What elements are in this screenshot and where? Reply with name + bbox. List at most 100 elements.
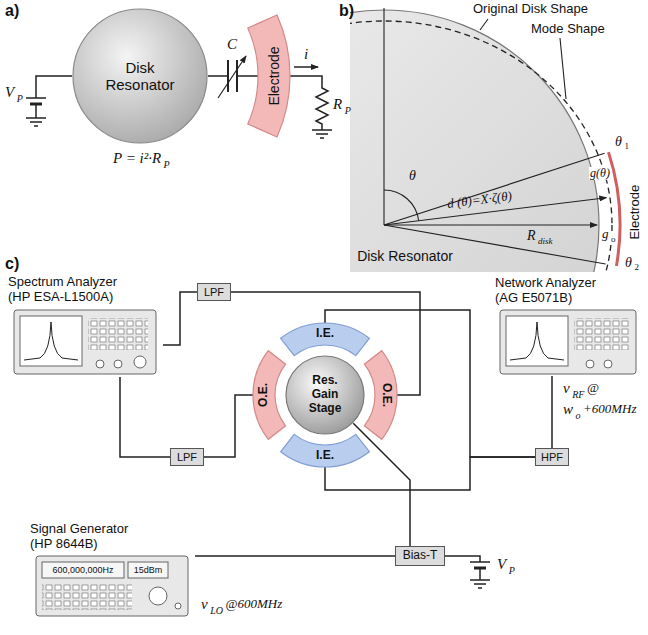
input-electrode-outline <box>281 323 370 356</box>
angle-symbol: θ <box>408 168 417 183</box>
capacitor-label: C <box>226 36 238 53</box>
network-analyzer-text: Network Analyzer (AG E5071B) <box>495 276 610 306</box>
mode-shape-outline <box>350 21 612 272</box>
geometry-lines <box>383 8 384 225</box>
instrument-graphics <box>14 310 636 616</box>
signal-label: v <box>562 380 571 397</box>
electrode-outline <box>248 15 290 137</box>
variable-capacitor-symbol <box>236 60 238 92</box>
spectrum-analyzer: Spectrum Analyzer (HP ESA-L1500A) <box>8 275 163 377</box>
geometry-lines <box>384 190 419 221</box>
variable-capacitor-symbol <box>218 56 246 98</box>
ground-symbol <box>478 587 482 589</box>
screen <box>506 316 568 366</box>
subscript: 2 <box>633 263 640 273</box>
low-pass-filter-text: LPF <box>177 451 197 464</box>
voltage-symbol: V <box>4 84 15 101</box>
geometry-lines <box>384 224 597 225</box>
ground-symbol <box>474 583 486 585</box>
wire <box>120 377 170 457</box>
high-pass-filter-text: HPF <box>541 451 563 464</box>
resonator-gain-stage-outline <box>286 356 364 434</box>
current-label: i <box>303 46 309 63</box>
input-electrode-text: I.E. <box>316 327 334 341</box>
ground-symbol <box>26 118 46 126</box>
leader-label: Original Disk Shape <box>472 2 589 16</box>
port <box>96 360 104 368</box>
wire <box>204 395 253 457</box>
displacement-formula: d (θ)=X·ζ(θ) <box>446 189 514 211</box>
resistor-symbol <box>290 76 328 130</box>
output-electrode-outline <box>364 351 397 440</box>
resistor-label: R <box>332 96 343 113</box>
subscript: disk <box>537 237 554 247</box>
ground-symbol <box>312 130 332 138</box>
output-electrode: O.E. <box>253 351 286 439</box>
port <box>175 603 181 609</box>
display <box>42 562 124 578</box>
bias-supply <box>445 556 490 588</box>
port <box>114 360 122 368</box>
ground-symbol <box>470 579 490 581</box>
voltage-symbol: V <box>496 556 507 573</box>
variable-capacitor-symbol <box>227 60 229 92</box>
instrument-body <box>500 310 636 374</box>
disk-resonator: Disk Resonator <box>72 8 208 144</box>
wire <box>551 376 553 448</box>
subscript: P <box>16 93 24 104</box>
leader-line <box>480 19 488 30</box>
ground-symbol <box>316 133 328 135</box>
wire <box>325 457 535 490</box>
wire <box>35 104 37 118</box>
power-formula: P = i²·R <box>112 150 162 167</box>
radius-label: R <box>526 228 537 243</box>
angle-symbol: θ <box>624 255 633 270</box>
leader-label: Mode Shape <box>530 22 606 36</box>
leader-line <box>560 38 566 99</box>
subscript: o <box>575 410 582 421</box>
wire <box>163 292 197 345</box>
display-readout: 600,000,000Hz <box>42 562 124 578</box>
panel-letter: a) <box>4 2 20 20</box>
frequency-label: @600MHz <box>224 597 283 611</box>
electrode-text: Electrode <box>266 46 282 105</box>
battery-symbol <box>26 97 46 99</box>
subscript: o <box>610 235 617 245</box>
gap-label: g(θ) <box>589 167 611 180</box>
panel-letter: b) <box>338 2 355 20</box>
subscript: LO <box>209 605 224 616</box>
geometry-lines <box>384 153 605 225</box>
knob <box>134 356 146 368</box>
ground-symbol <box>26 117 46 119</box>
port <box>586 360 594 368</box>
instrument-body <box>14 310 156 374</box>
low-pass-filter: LPF <box>170 448 204 466</box>
current-arrow <box>294 66 318 68</box>
signal-generator: Signal Generator (HP 8644B)600,000,000Hz… <box>30 522 195 620</box>
variable-capacitor-symbol <box>218 56 246 98</box>
wire <box>195 555 395 557</box>
input-electrode: I.E. <box>281 434 369 467</box>
signal-label: v <box>200 596 209 613</box>
electrode: Electrode <box>248 17 290 139</box>
buttons <box>88 318 148 350</box>
disk-outline <box>350 10 599 272</box>
spectrum-analyzer-text: Spectrum Analyzer (HP ESA-L1500A) <box>8 275 123 305</box>
resonance-peak <box>24 322 78 360</box>
low-pass-filter: LPF <box>197 283 231 301</box>
output-electrode-text: O.E. <box>379 383 393 407</box>
wire <box>445 556 480 562</box>
resonator-gain-stage-text: Res. Gain Stage <box>300 374 350 415</box>
network-analyzer: Network Analyzer (AG E5071B) <box>495 276 640 376</box>
output-electrode-text: O.E. <box>257 383 271 407</box>
ground-symbol <box>312 129 332 131</box>
disk-region: Disk Resonator <box>352 244 458 268</box>
subscript: P <box>163 159 171 170</box>
bias-tee: Bias-T <box>395 546 445 566</box>
disk-resonator-text: Disk Resonator <box>90 59 190 94</box>
disk-region-text: Disk Resonator <box>357 248 453 264</box>
disk-resonator-outline <box>73 9 207 143</box>
ground-symbol <box>320 137 324 139</box>
